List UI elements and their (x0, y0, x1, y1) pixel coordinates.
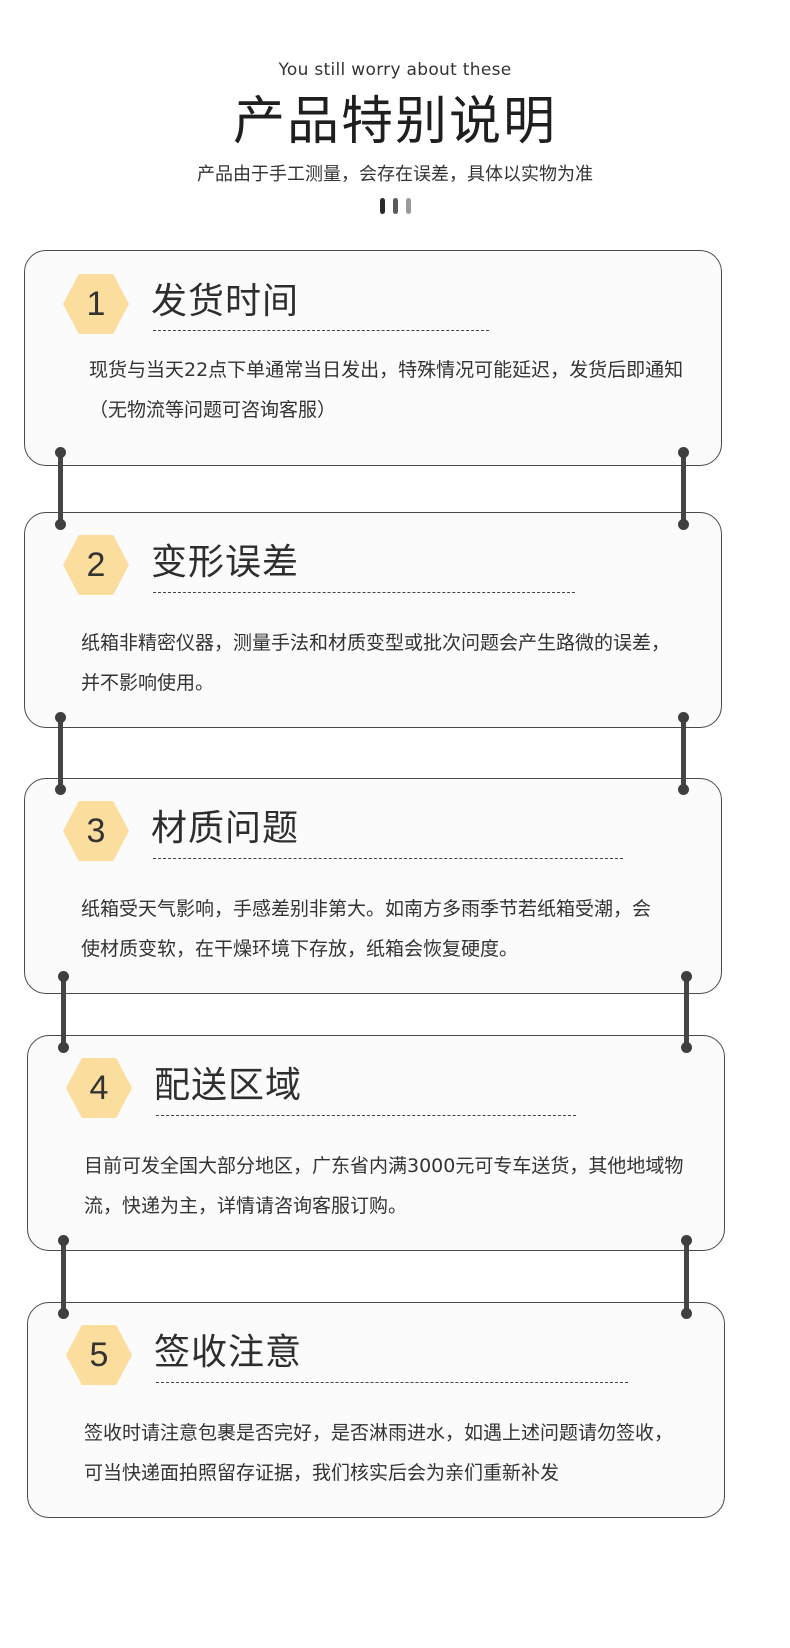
decorative-dots (0, 198, 790, 214)
section-number-badge-3: 3 (63, 801, 129, 861)
section-divider-5 (156, 1382, 628, 1383)
section-divider-4 (156, 1115, 576, 1116)
section-card-5: 5 签收注意 签收时请注意包裹是否完好，是否淋雨进水，如遇上述问题请勿签收，可当… (27, 1302, 725, 1518)
connector-left-1 (55, 447, 66, 530)
section-body-5: 签收时请注意包裹是否完好，是否淋雨进水，如遇上述问题请勿签收，可当快递面拍照留存… (84, 1422, 674, 1484)
section-body-1: 现货与当天22点下单通常当日发出，特殊情况可能延迟，发货后即通知（无物流等问题可… (89, 359, 684, 421)
section-number-badge-4: 4 (66, 1058, 132, 1118)
section-number-badge-1: 1 (63, 274, 129, 334)
section-title-5: 签收注意 (154, 1332, 303, 1373)
section-card-4: 4 配送区域 目前可发全国大部分地区，广东省内满3000元可专车送货，其他地域物… (27, 1035, 725, 1251)
section-title-1: 发货时间 (151, 281, 300, 322)
section-title-3: 材质问题 (151, 808, 300, 849)
section-body-3: 纸箱受天气影响，手感差别非第大。如南方多雨季节若纸箱受潮，会使材质变软，在干燥环… (81, 898, 652, 960)
dot-dark (379, 198, 385, 214)
section-body-4: 目前可发全国大部分地区，广东省内满3000元可专车送货，其他地域物流，快递为主，… (84, 1155, 684, 1217)
section-title-4: 配送区域 (154, 1065, 303, 1106)
connector-right-3 (681, 971, 692, 1053)
header-eyebrow: You still worry about these (278, 60, 512, 80)
section-card-2: 2 变形误差 纸箱非精密仪器，测量手法和材质变型或批次问题会产生路微的误差，并不… (24, 512, 722, 728)
connector-left-2 (55, 712, 66, 795)
connector-right-1 (678, 447, 689, 530)
section-divider-3 (153, 858, 623, 859)
connector-left-4 (58, 1235, 69, 1319)
connector-right-4 (681, 1235, 692, 1319)
section-body-2: 纸箱非精密仪器，测量手法和材质变型或批次问题会产生路微的误差，并不影响使用。 (81, 632, 671, 694)
section-divider-2 (153, 592, 575, 593)
page-subtitle: 产品由于手工测量，会存在误差，具体以实物为准 (197, 164, 593, 185)
section-number-badge-2: 2 (63, 535, 129, 595)
section-number-badge-5: 5 (66, 1325, 132, 1385)
dot-medium (392, 198, 398, 214)
section-card-1: 1 发货时间 现货与当天22点下单通常当日发出，特殊情况可能延迟，发货后即通知（… (24, 250, 722, 466)
connector-right-2 (678, 712, 689, 795)
section-title-2: 变形误差 (151, 542, 300, 583)
section-divider-1 (153, 330, 489, 331)
page-title: 产品特别说明 (232, 92, 557, 152)
dot-light (405, 198, 411, 214)
section-card-3: 3 材质问题 纸箱受天气影响，手感差别非第大。如南方多雨季节若纸箱受潮，会使材质… (24, 778, 722, 994)
connector-left-3 (58, 971, 69, 1053)
